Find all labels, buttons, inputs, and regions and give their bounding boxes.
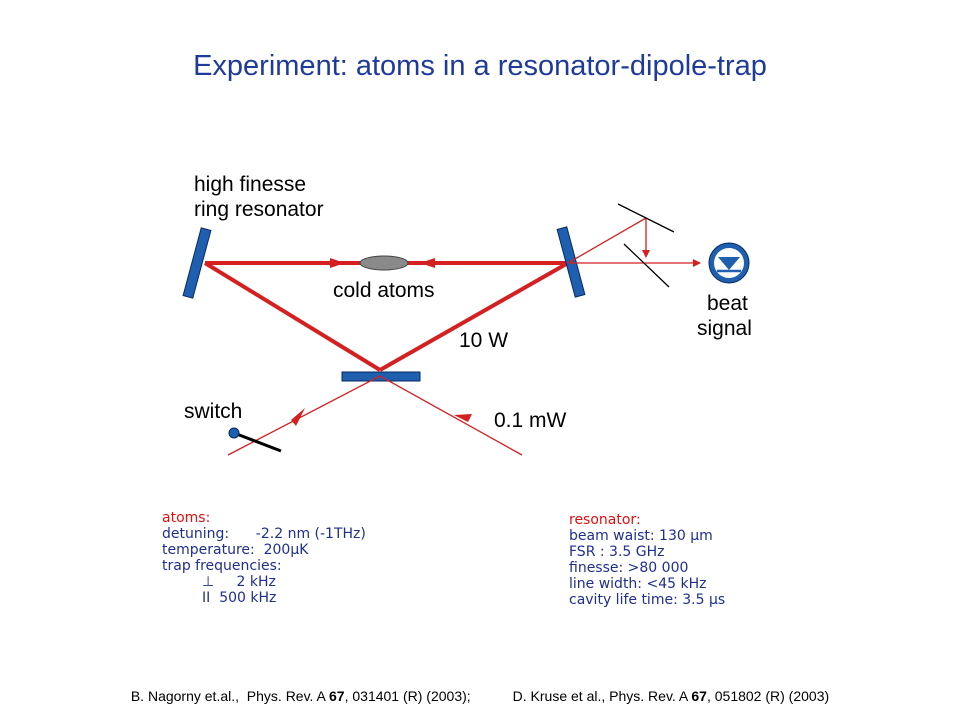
ref2: D. Kruse et al., Phys. Rev. A 67, 051802… bbox=[513, 688, 829, 704]
left-mirror bbox=[182, 227, 212, 299]
atoms-parameters: atoms: detuning: -2.2 nm (-1THz) tempera… bbox=[162, 510, 366, 606]
slide-title: Experiment: atoms in a resonator-dipole-… bbox=[193, 50, 767, 82]
resonator-label-line2: ring resonator bbox=[194, 198, 324, 221]
trap-perp-line: ⊥ 2 kHz bbox=[162, 574, 276, 590]
input-beam-right bbox=[379, 375, 523, 456]
resonator-label-line1: high finesse bbox=[194, 173, 306, 196]
beam-arrow-right bbox=[330, 258, 345, 268]
references: B. Nagorny et.al., Phys. Rev. A 67, 0314… bbox=[0, 688, 960, 704]
switch-lever bbox=[233, 431, 282, 453]
input-arrow-right bbox=[454, 414, 472, 422]
photodiode-icon bbox=[708, 242, 750, 284]
ref2-prefix: D. Kruse et al., Phys. Rev. A bbox=[512, 688, 692, 704]
ref1-suffix: , 031401 (R) (2003); bbox=[344, 688, 471, 704]
ref1-prefix: B. Nagorny et.al., Phys. Rev. A bbox=[130, 688, 330, 704]
power-label: 10 W bbox=[459, 329, 508, 352]
switch-label: switch bbox=[184, 400, 242, 423]
beam-arrow-left bbox=[420, 258, 435, 268]
beat-mirror-upper bbox=[617, 203, 675, 233]
ref2-volume: 67 bbox=[691, 688, 707, 704]
ref1-volume: 67 bbox=[329, 688, 345, 704]
switch-icon bbox=[228, 427, 240, 439]
beat-label-line2: signal bbox=[697, 317, 752, 340]
beat-splitter bbox=[623, 243, 670, 288]
ref1: B. Nagorny et.al., Phys. Rev. A 67, 0314… bbox=[131, 688, 471, 704]
resonator-heading: resonator: bbox=[569, 512, 641, 528]
detuning-line: detuning: -2.2 nm (-1THz) bbox=[162, 526, 366, 542]
temperature-line: temperature: 200μK bbox=[162, 542, 309, 558]
fsr-line: FSR : 3.5 GHz bbox=[569, 544, 665, 560]
ref2-suffix: , 051802 (R) (2003) bbox=[706, 688, 830, 704]
atoms-heading: atoms: bbox=[162, 510, 211, 526]
lifetime-line: cavity life time: 3.5 μs bbox=[569, 592, 726, 608]
finesse-line: finesse: >80 000 bbox=[569, 560, 689, 576]
probe-power-label: 0.1 mW bbox=[494, 409, 567, 432]
resonator-parameters: resonator: beam waist: 130 μm FSR : 3.5 … bbox=[569, 512, 725, 608]
input-arrow-left bbox=[291, 408, 305, 426]
line-width-line: line width: <45 kHz bbox=[569, 576, 707, 592]
trap-parallel-line: II 500 kHz bbox=[162, 590, 277, 606]
left-beam bbox=[203, 261, 382, 372]
reflected-beam bbox=[567, 217, 647, 264]
cold-atoms-label: cold atoms bbox=[333, 279, 435, 302]
right-beam bbox=[379, 261, 569, 372]
trap-frequencies-line: trap frequencies: bbox=[162, 558, 282, 574]
beam-waist-line: beam waist: 130 μm bbox=[569, 528, 713, 544]
beat-label-line1: beat bbox=[707, 292, 748, 315]
cold-atoms-cloud bbox=[359, 255, 409, 271]
input-beam-left bbox=[227, 375, 381, 456]
